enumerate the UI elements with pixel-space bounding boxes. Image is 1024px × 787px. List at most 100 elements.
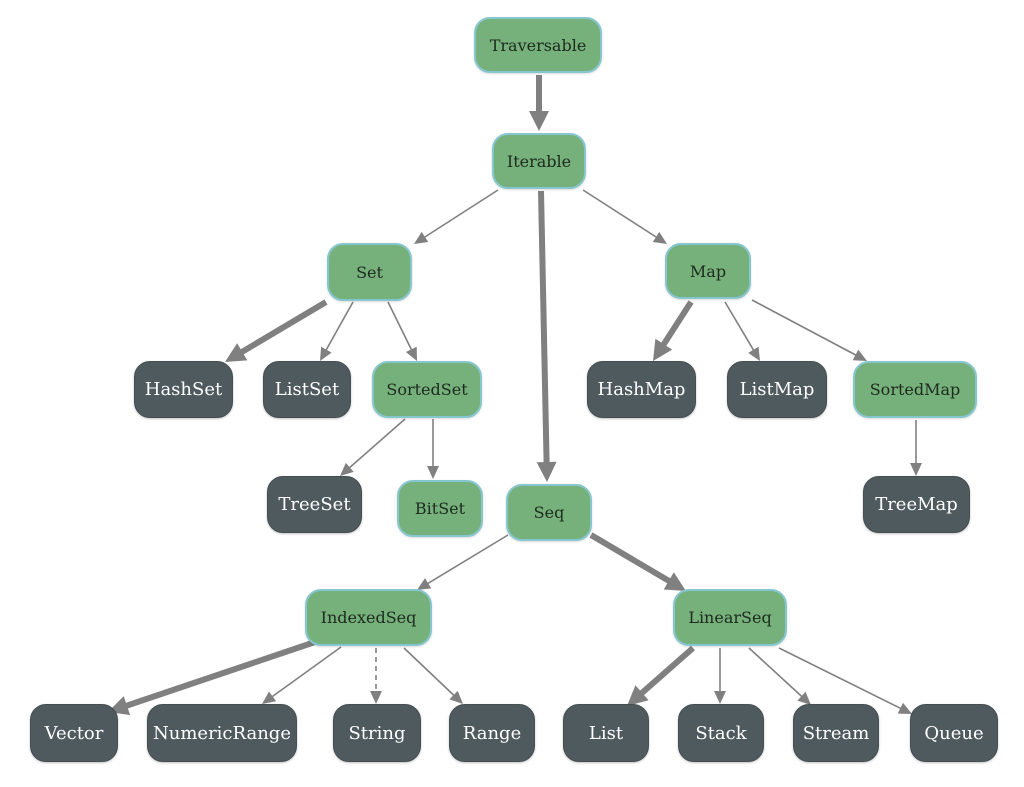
node-label: IndexedSeq: [320, 608, 417, 627]
node-vector: Vector: [30, 704, 118, 762]
node-treemap: TreeMap: [863, 476, 970, 533]
node-indexedseq: IndexedSeq: [305, 589, 432, 646]
edge-arrowhead: [748, 346, 760, 361]
edge-indexedseq-to-string: [370, 648, 382, 704]
edge-arrowhead: [405, 346, 417, 361]
node-bitset: BitSet: [397, 480, 483, 537]
node-iterable: Iterable: [492, 133, 586, 189]
node-label: Range: [462, 722, 522, 744]
edge-line: [724, 301, 755, 352]
node-label: Stack: [695, 722, 747, 744]
edge-sortedset-to-bitset: [427, 419, 439, 479]
node-label: Seq: [533, 503, 565, 522]
edge-line: [748, 647, 803, 698]
edge-linearseq-to-stack: [714, 648, 726, 704]
edge-iterable-to-map: [582, 189, 667, 244]
edge-map-to-hashmap: [653, 300, 694, 361]
edge-arrowhead: [536, 461, 557, 482]
edge-arrowhead: [897, 702, 912, 714]
node-list: List: [563, 704, 649, 762]
node-label: NumericRange: [153, 722, 291, 744]
edge-line: [125, 639, 316, 709]
edge-set-to-listset: [320, 301, 354, 361]
edge-line: [660, 300, 694, 347]
edge-line: [325, 301, 354, 351]
edge-line: [582, 189, 658, 239]
edge-arrowhead: [797, 691, 811, 705]
edge-arrowhead: [427, 466, 439, 479]
edge-line: [589, 532, 672, 584]
node-label: SortedMap: [869, 380, 961, 399]
edge-arrowhead: [852, 349, 867, 361]
edge-arrowhead: [414, 231, 429, 244]
node-label: TreeSet: [278, 494, 351, 515]
node-string: String: [333, 704, 421, 762]
edge-line: [426, 534, 509, 585]
edge-linearseq-to-stream: [748, 647, 811, 705]
edge-seq-to-linearseq: [589, 532, 686, 591]
node-range: Range: [449, 704, 535, 762]
edge-sortedmap-to-treemap: [910, 420, 922, 476]
edge-arrowhead: [320, 346, 332, 361]
edge-arrowhead: [340, 462, 354, 476]
edge-line: [751, 299, 857, 357]
node-label: List: [588, 722, 624, 744]
edge-line: [271, 646, 342, 698]
edge-line: [403, 647, 455, 697]
node-label: Vector: [44, 722, 104, 744]
edge-set-to-hashset: [225, 299, 328, 362]
node-hashset: HashSet: [134, 361, 233, 418]
node-stack: Stack: [678, 704, 764, 762]
edge-line: [639, 645, 695, 696]
edge-line: [538, 190, 550, 464]
node-label: Queue: [924, 722, 984, 744]
edge-line: [423, 189, 499, 239]
edge-indexedseq-to-range: [403, 647, 463, 704]
edge-arrowhead: [417, 578, 432, 590]
edge-linearseq-to-queue: [778, 647, 912, 714]
edge-seq-to-indexedseq: [417, 534, 509, 590]
node-map: Map: [665, 243, 751, 299]
node-label: LinearSeq: [688, 608, 772, 627]
edge-traversable-to-iterable: [529, 75, 549, 131]
node-queue: Queue: [910, 704, 998, 762]
node-set: Set: [327, 243, 412, 301]
node-label: Iterable: [506, 151, 572, 171]
edge-indexedseq-to-numericrange: [262, 646, 342, 704]
node-stream: Stream: [793, 704, 879, 762]
node-label: TreeMap: [875, 494, 958, 515]
edge-line: [239, 299, 328, 355]
node-label: BitSet: [414, 499, 466, 518]
node-label: Traversable: [489, 35, 587, 55]
edge-sortedset-to-treeset: [340, 418, 406, 476]
edge-iterable-to-seq: [536, 190, 557, 482]
node-sortedset: SortedSet: [372, 361, 482, 418]
edge-line: [387, 301, 413, 351]
edge-map-to-sortedmap: [751, 299, 867, 361]
node-treeset: TreeSet: [267, 476, 362, 533]
node-listmap: ListMap: [727, 361, 827, 418]
node-label: ListSet: [274, 379, 340, 400]
node-numericrange: NumericRange: [147, 704, 297, 762]
edge-set-to-sortedset: [387, 301, 417, 361]
edge-iterable-to-set: [414, 189, 499, 244]
node-label: Map: [689, 261, 727, 281]
edge-arrowhead: [529, 111, 549, 131]
edge-arrowhead: [663, 572, 686, 591]
node-label: Stream: [802, 722, 870, 744]
node-hashmap: HashMap: [587, 361, 696, 418]
node-seq: Seq: [506, 484, 592, 541]
edge-arrowhead: [652, 231, 667, 244]
node-label: Set: [356, 262, 383, 282]
edge-arrowhead: [653, 338, 673, 361]
edge-map-to-listmap: [724, 301, 760, 361]
edge-arrowhead: [225, 343, 248, 362]
edge-arrowhead: [370, 691, 382, 704]
edge-arrowhead: [449, 690, 463, 704]
edge-arrowhead: [714, 691, 726, 704]
node-linearseq: LinearSeq: [673, 589, 787, 646]
node-sortedmap: SortedMap: [853, 361, 977, 418]
node-label: SortedSet: [386, 380, 468, 399]
